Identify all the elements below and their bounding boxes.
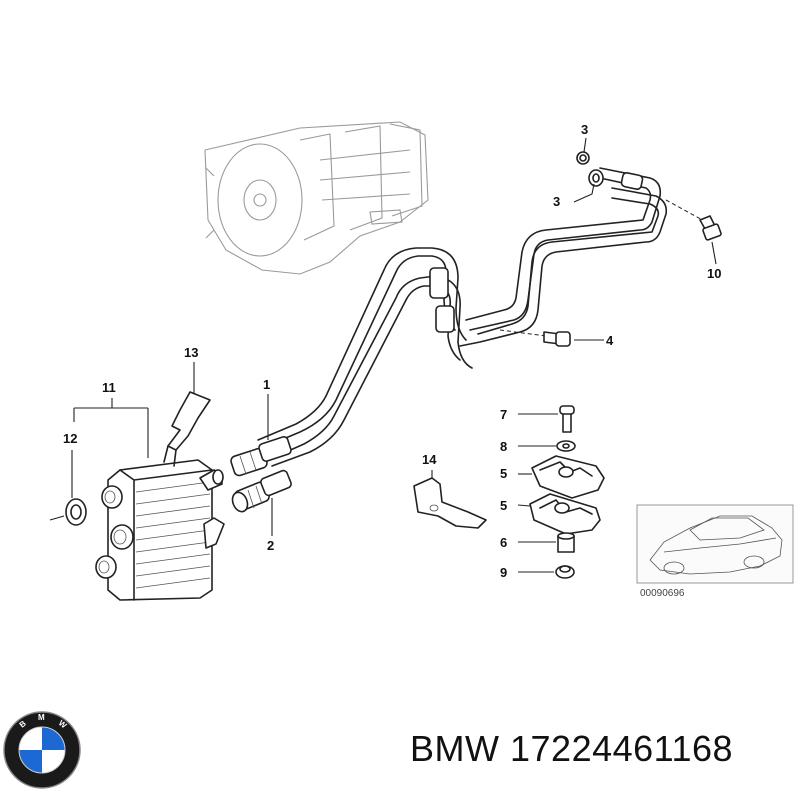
callout-8: 8 (500, 439, 507, 454)
seal-ring-12 (49, 498, 87, 526)
callout-1: 1 (263, 377, 270, 392)
oil-line-lower-pair (257, 247, 473, 467)
callout-3a: 3 (581, 122, 588, 137)
bolt-10 (665, 199, 722, 241)
callout-3b: 3 (553, 194, 560, 209)
oil-line-upper-pair (459, 167, 668, 347)
callout-14: 14 (422, 452, 437, 467)
washer-8 (556, 440, 576, 452)
bmw-logo: B M W (3, 711, 81, 789)
nut-9 (555, 565, 575, 579)
bracket-14 (413, 477, 487, 529)
callout-10: 10 (707, 266, 721, 281)
seal-ring-3b (588, 169, 604, 187)
bolt-4 (499, 329, 571, 347)
hose-connector-1 (230, 436, 292, 477)
svg-text:B: B (18, 719, 28, 730)
svg-text:W: W (57, 718, 69, 730)
bracket-13 (163, 391, 211, 467)
car-thumbnail: 00090696 (636, 504, 794, 599)
leader-lines (71, 137, 717, 573)
callout-5b: 5 (500, 498, 507, 513)
callout-2: 2 (267, 538, 274, 553)
callout-9: 9 (500, 565, 507, 580)
callout-6: 6 (500, 535, 507, 550)
reference-code: 00090696 (640, 588, 685, 599)
callout-12: 12 (63, 431, 77, 446)
spacer-6 (557, 532, 575, 553)
callout-7: 7 (500, 407, 507, 422)
callout-13: 13 (184, 345, 198, 360)
callout-11: 11 (102, 380, 116, 395)
callout-4: 4 (606, 333, 614, 348)
brand-name: BMW (410, 728, 500, 769)
oil-cooler (95, 459, 225, 601)
hose-connector-2 (231, 469, 292, 513)
callout-labels: 1 2 3 3 4 5 5 6 7 8 9 10 11 12 13 14 (63, 122, 721, 580)
screw-7 (559, 405, 575, 433)
svg-text:M: M (38, 713, 45, 722)
part-number: 17224461168 (510, 728, 734, 769)
callout-5a: 5 (500, 466, 507, 481)
clamp-5a (531, 455, 605, 499)
clamp-5b (529, 493, 601, 535)
seal-ring-3a (576, 151, 590, 165)
part-number-caption: BMW 17224461168 (410, 728, 733, 770)
transmission-ghost (204, 121, 429, 275)
